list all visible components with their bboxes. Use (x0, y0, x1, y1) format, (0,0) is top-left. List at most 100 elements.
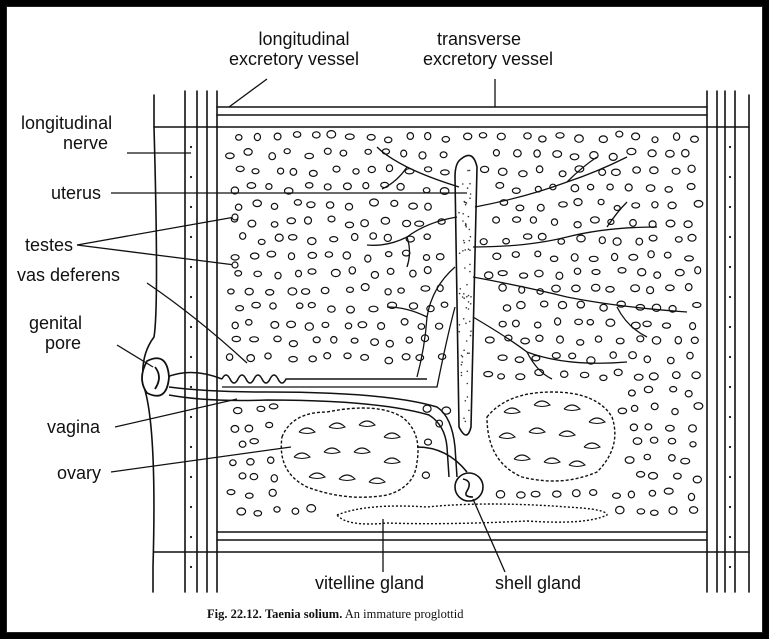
testis (652, 337, 660, 344)
label-genital-pore: genital pore (29, 313, 82, 353)
testis (515, 357, 524, 363)
testis (326, 202, 333, 208)
testis (520, 273, 528, 278)
testis (306, 183, 313, 188)
testis (649, 473, 658, 480)
testis (652, 137, 658, 143)
testis (297, 303, 303, 308)
testis (344, 183, 352, 190)
testis (385, 137, 392, 143)
testis (331, 269, 340, 276)
testis (436, 323, 443, 329)
testis (541, 301, 548, 307)
uterus-stipple (461, 375, 463, 377)
vitelline-gland (337, 504, 607, 524)
testis (353, 169, 359, 174)
testis (292, 508, 299, 514)
uterus-stipple (459, 293, 461, 295)
testis (645, 424, 652, 430)
testis (618, 268, 626, 273)
testis (397, 184, 404, 191)
uterus-stipple (467, 396, 469, 398)
testis (294, 200, 301, 206)
testis (573, 490, 581, 497)
testis (575, 135, 584, 142)
testis (625, 184, 632, 191)
testis (370, 233, 377, 239)
testis (308, 269, 316, 274)
testis (649, 490, 655, 496)
uterus-stipple (461, 355, 463, 357)
uterus (455, 155, 477, 435)
testis (421, 286, 430, 291)
testis (424, 234, 430, 239)
testis (442, 137, 449, 143)
testis (403, 220, 411, 226)
testis (422, 472, 429, 478)
uterus-stipple (469, 240, 471, 242)
testis (308, 303, 315, 308)
uterus-stipple (466, 226, 468, 228)
testis (343, 252, 350, 259)
testis (365, 149, 371, 154)
uterus-stipple (462, 213, 464, 215)
uterus-stipple (468, 352, 470, 354)
testis (498, 271, 507, 276)
testis (610, 352, 616, 358)
testis (643, 321, 651, 326)
testis (296, 270, 302, 276)
testis (328, 306, 336, 312)
testis (666, 425, 675, 431)
testis (231, 426, 239, 433)
testis (616, 338, 624, 344)
uterus-stipple (462, 356, 464, 358)
testis (559, 202, 568, 207)
testis (247, 459, 254, 465)
testis (322, 322, 329, 327)
testis (539, 136, 546, 142)
testis (688, 165, 695, 172)
testis (481, 166, 489, 172)
testis (398, 288, 404, 293)
testis (331, 337, 337, 344)
testis (250, 439, 258, 444)
testis (530, 217, 536, 223)
uterus-stipple (464, 249, 466, 251)
genital-pore (142, 358, 169, 396)
testis (535, 251, 541, 257)
testis (231, 255, 239, 260)
testis (666, 220, 675, 227)
testis (589, 256, 598, 261)
testis (577, 235, 585, 242)
testis (479, 133, 486, 138)
testis (552, 353, 560, 359)
uterus-stipple (463, 293, 465, 295)
uterus-stipple (470, 303, 472, 305)
testis (571, 185, 579, 192)
testis (402, 354, 410, 360)
uterus-stipple (462, 296, 464, 298)
label-vas-deferens: vas deferens (17, 265, 120, 285)
testis (423, 405, 431, 412)
testis (410, 270, 416, 277)
shell-gland (417, 447, 483, 501)
testis (616, 506, 624, 513)
vas-deferens (167, 372, 427, 383)
testis (592, 270, 600, 275)
testis (531, 491, 540, 497)
label-vitelline-gland: vitelline gland (315, 573, 424, 593)
testis (606, 319, 615, 326)
testis (675, 337, 681, 344)
uterus-stipple (470, 335, 472, 337)
testis (538, 233, 546, 240)
testis (493, 253, 501, 259)
testis (693, 303, 701, 308)
testis (265, 353, 271, 359)
testis (258, 239, 265, 244)
testis (652, 202, 658, 208)
testis (352, 234, 358, 241)
caption-description: An immature proglottid (345, 607, 464, 621)
testis (370, 199, 379, 206)
testis (266, 184, 272, 190)
uterus-stipple (467, 170, 469, 172)
